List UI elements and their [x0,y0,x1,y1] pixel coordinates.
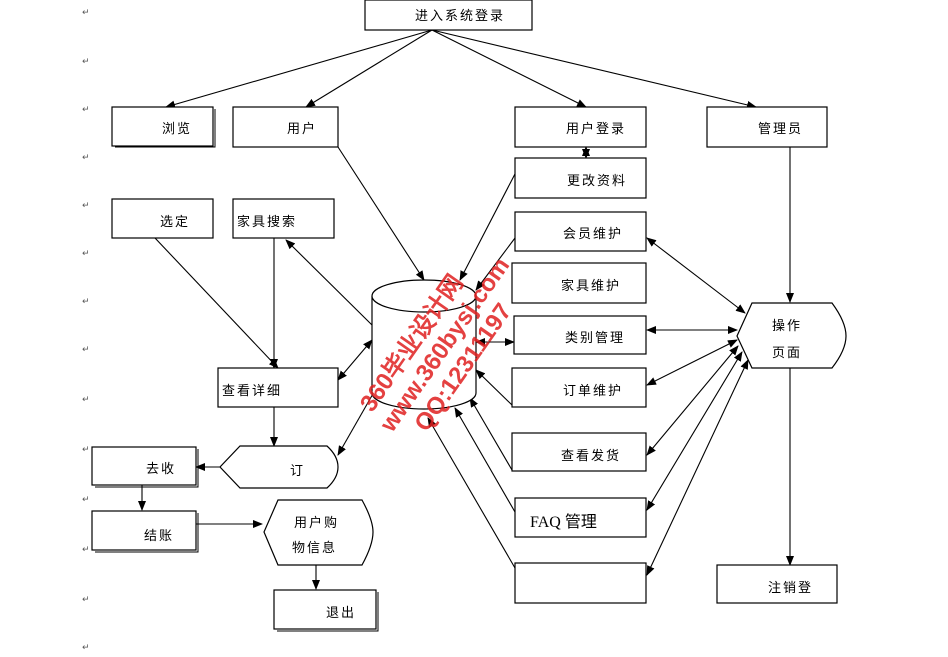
paragraph-mark: ↵ [82,345,90,355]
node-edit-profile-label: 更改资料 [567,174,627,189]
node-admin-label: 管理员 [758,122,803,137]
node-order: 订 [219,445,339,489]
node-order-label: 订 [290,464,305,479]
node-furniture-maint-label: 家具维护 [561,278,621,294]
node-purchase-info-line1: 用户购 [294,515,339,531]
node-checkout-label: 结账 [144,529,174,544]
edge-blank-operation [646,359,749,576]
node-furniture-search: 家具搜索 [232,198,335,239]
edge-member-operation [646,237,746,314]
edge-user-db [337,146,425,281]
node-logout-label: 退出 [326,606,356,621]
node-view-shipping-label: 查看发货 [561,448,621,464]
paragraph-mark: ↵ [82,643,90,653]
node-view-detail-label: 查看详细 [222,383,282,399]
edge-login-user [305,29,433,108]
paragraph-mark: ↵ [82,57,90,67]
node-logout: 退出 [273,589,379,632]
node-logout-admin-label: 注销登 [768,581,813,596]
node-login-label: 进入系统登录 [415,9,505,24]
node-blank [514,562,647,604]
edge-faq-operation [646,351,743,511]
edge-login-browse [165,29,433,109]
node-member-maint-label: 会员维护 [563,227,623,242]
node-member-maint: 会员维护 [514,211,647,252]
node-faq-mgmt: FAQ 管理 [514,497,647,538]
node-category-mgmt: 类别管理 [513,315,647,355]
node-go-checkout-label: 去收 [146,462,176,477]
edge-db-faq [454,407,516,513]
edge-edit-db [459,171,517,281]
node-select: 选定 [111,198,214,239]
paragraph-mark: ↵ [82,105,90,115]
node-browse: 浏览 [111,106,216,148]
node-user-login-label: 用户登录 [566,121,626,137]
edge-detail-db [337,339,373,381]
paragraph-mark: ↵ [82,545,90,555]
node-faq-mgmt-label: FAQ 管理 [530,513,597,531]
node-user-login: 用户登录 [514,106,647,148]
node-logout-admin: 注销登 [716,564,838,604]
node-view-detail: 查看详细 [217,367,339,408]
node-user-label: 用户 [287,121,317,137]
node-category-mgmt-label: 类别管理 [565,331,625,346]
node-go-checkout: 去收 [91,446,199,488]
edge-select-detail [154,237,279,369]
node-checkout: 结账 [91,510,199,553]
edge-db-order [475,369,513,406]
node-edit-profile: 更改资料 [514,157,647,199]
node-operation-line1: 操作 [772,318,802,334]
paragraph-mark: ↵ [82,395,90,405]
paragraph-mark: ↵ [82,495,90,505]
node-browse-label: 浏览 [162,121,192,137]
paragraph-mark: ↵ [82,249,90,259]
paragraph-mark: ↵ [82,153,90,163]
node-admin: 管理员 [706,106,828,148]
node-operation-line2: 页面 [772,346,802,361]
paragraph-mark: ↵ [82,297,90,307]
edge-db-blank [427,417,516,569]
edge-db-member [475,237,516,291]
paragraph-mark: ↵ [82,445,90,455]
node-purchase-info: 用户购 物信息 [263,499,374,566]
margin-paragraph-marks: ↵ ↵ ↵ ↵ ↵ ↵ ↵ ↵ ↵ ↵ ↵ ↵ ↵ ↵ [82,8,90,653]
database-cylinder [371,279,477,410]
node-order-maint: 订单维护 [511,367,647,408]
node-select-label: 选定 [160,215,190,230]
edge-login-userlogin [431,29,587,108]
node-furniture-maint: 家具维护 [511,262,647,304]
edges [138,29,794,590]
node-furniture-search-label: 家具搜索 [237,214,297,230]
node-order-maint-label: 订单维护 [563,384,623,399]
node-user: 用户 [232,106,339,148]
paragraph-mark: ↵ [82,201,90,211]
node-login: 进入系统登录 [364,0,533,31]
node-view-shipping: 查看发货 [511,432,647,472]
paragraph-mark: ↵ [82,595,90,605]
paragraph-mark: ↵ [82,8,90,18]
edge-login-admin [431,29,757,109]
edge-db-shipping [469,397,513,471]
edge-order-operation [646,339,738,386]
edge-db-order-node [337,384,379,456]
edge-db-search [285,239,373,326]
node-operation-page: 操作 页面 [736,302,847,369]
node-purchase-info-line2: 物信息 [292,540,337,556]
